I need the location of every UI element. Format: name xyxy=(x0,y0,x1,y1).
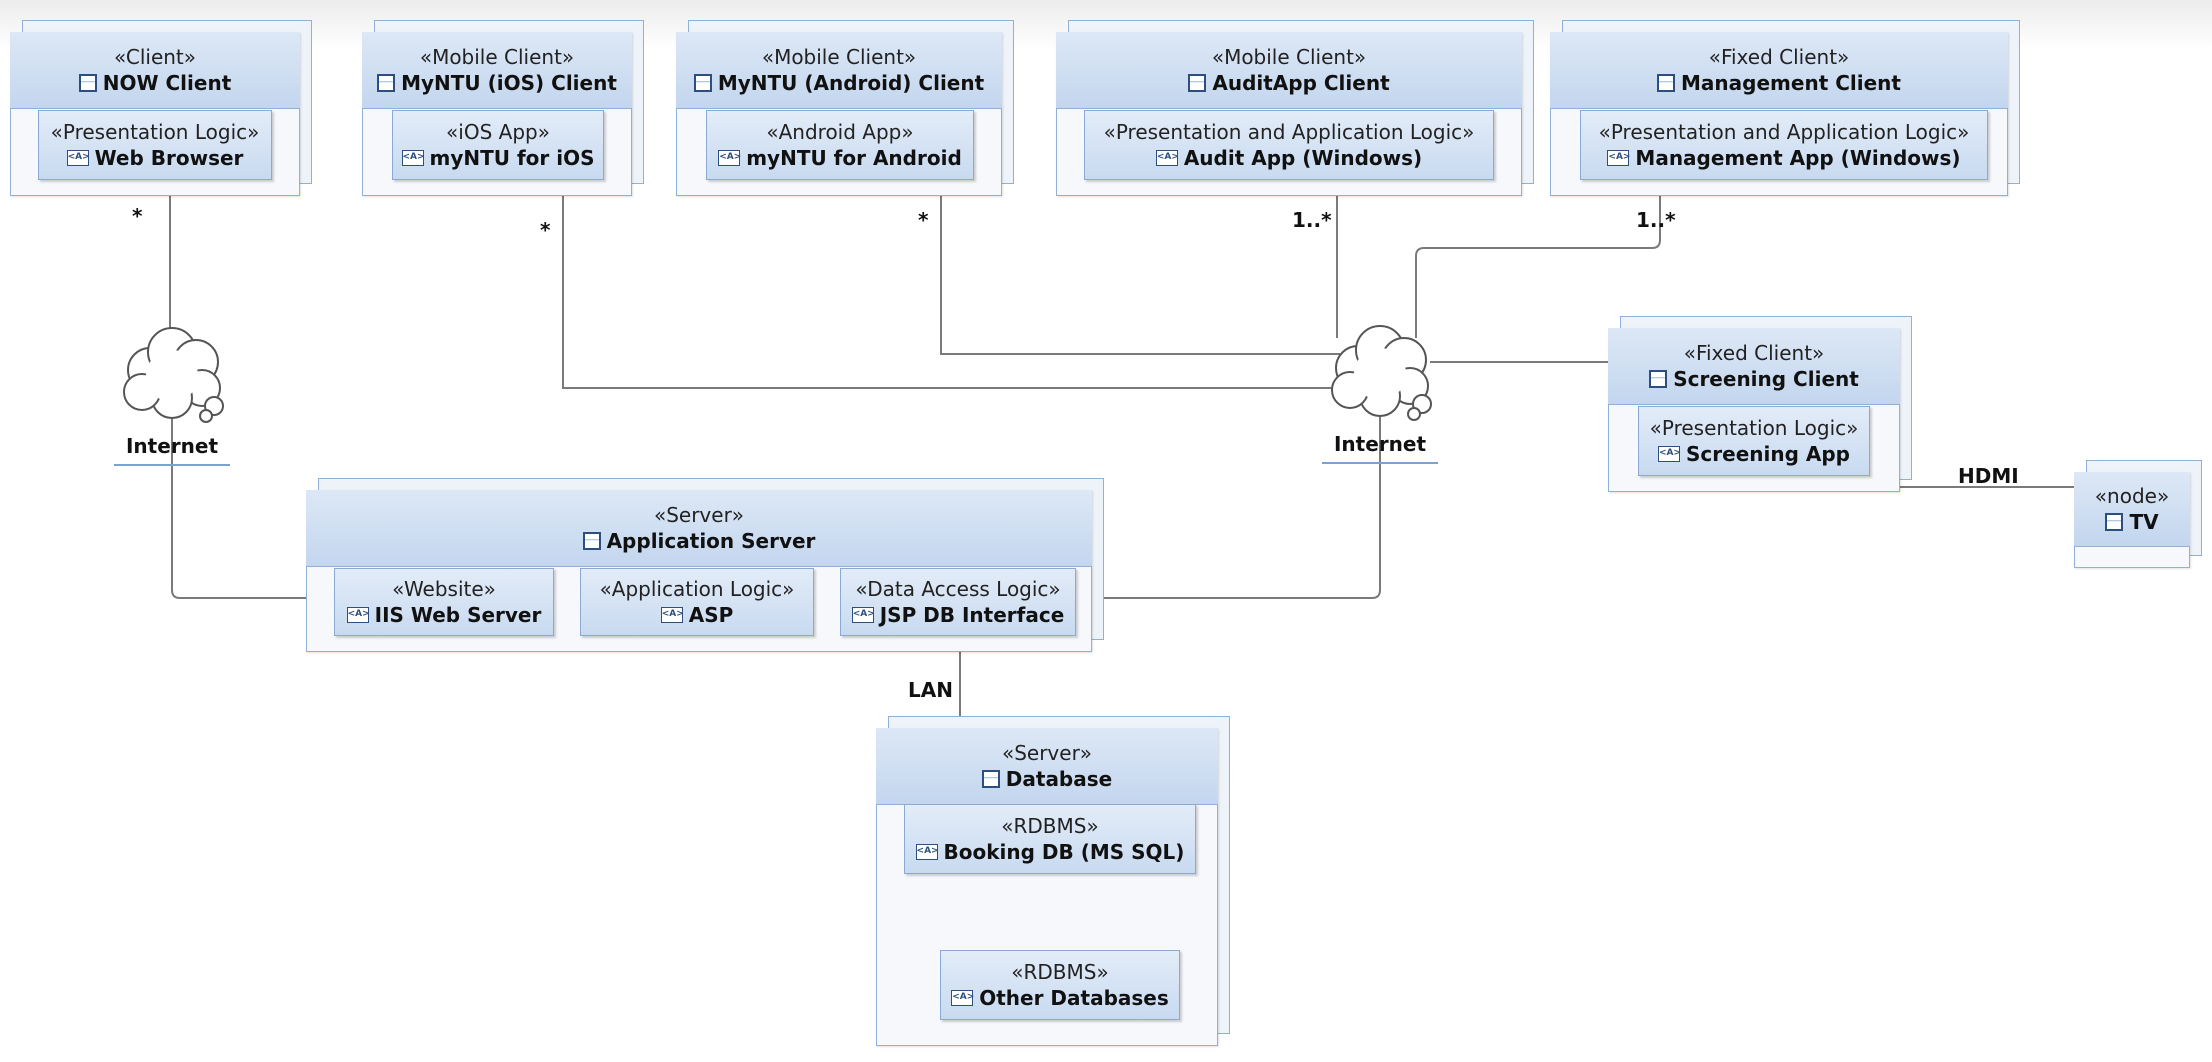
node-icon xyxy=(582,532,601,550)
node-management-client[interactable]: «Fixed Client» Management Client «Presen… xyxy=(1550,20,2020,196)
node-stereotype: «node» xyxy=(2094,484,2170,508)
connector-ios-internet xyxy=(562,196,1340,389)
artifact-web-browser[interactable]: «Presentation Logic» <A>Web Browser xyxy=(38,110,272,180)
node-name: AuditApp Client xyxy=(1212,71,1390,95)
artifact-stereotype: «Presentation Logic» xyxy=(1649,416,1859,440)
multiplicity-ios: * xyxy=(540,218,551,242)
node-audit-client[interactable]: «Mobile Client» AuditApp Client «Present… xyxy=(1056,20,1534,196)
node-icon xyxy=(693,74,712,92)
artifact-name: Booking DB (MS SQL) xyxy=(943,840,1185,864)
artifact-name: myNTU for iOS xyxy=(429,146,595,170)
multiplicity-now: * xyxy=(132,204,143,228)
cloud-icon-right xyxy=(1331,325,1432,421)
artifact-name: JSP DB Interface xyxy=(879,603,1065,627)
artifact-icon: <A> xyxy=(346,607,370,623)
artifact-jsp-db-interface[interactable]: «Data Access Logic» <A>JSP DB Interface xyxy=(840,568,1076,636)
artifact-icon: <A> xyxy=(66,150,90,166)
artifact-name: IIS Web Server xyxy=(374,603,542,627)
artifact-screening-app[interactable]: «Presentation Logic» <A> Screening App xyxy=(1638,406,1870,476)
connector-management-internet xyxy=(1415,196,1661,338)
connector-label-hdmi: HDMI xyxy=(1958,464,2019,488)
artifact-icon: <A> xyxy=(718,150,741,166)
artifact-icon: <A> xyxy=(1155,150,1179,166)
artifact-stereotype: «RDBMS» xyxy=(1011,960,1109,984)
artifact-name: Management App (Windows) xyxy=(1635,146,1961,170)
node-stereotype: «Mobile Client» xyxy=(419,45,575,69)
node-icon xyxy=(1657,74,1676,92)
node-stereotype: «Mobile Client» xyxy=(1211,45,1367,69)
network-label-left: Internet xyxy=(114,434,230,466)
artifact-stereotype: «Application Logic» xyxy=(599,577,795,601)
multiplicity-audit: 1..* xyxy=(1292,208,1332,232)
cloud-icon-left xyxy=(123,327,224,423)
artifact-icon: <A> xyxy=(951,990,974,1006)
node-android-client[interactable]: «Mobile Client» MyNTU (Android) Client «… xyxy=(676,20,1014,196)
node-icon xyxy=(78,74,97,92)
node-stereotype: «Client» xyxy=(113,45,197,69)
artifact-name: myNTU for Android xyxy=(746,146,962,170)
artifact-other-databases[interactable]: «RDBMS» <A> Other Databases xyxy=(940,950,1180,1020)
artifact-name: Screening App xyxy=(1686,442,1850,466)
node-name: Database xyxy=(1005,767,1113,791)
node-name: TV xyxy=(2129,510,2159,534)
artifact-icon: <A> xyxy=(851,607,875,623)
node-icon xyxy=(1188,74,1207,92)
node-stereotype: «Fixed Client» xyxy=(1708,45,1850,69)
artifact-icon: <A> xyxy=(1658,446,1681,462)
multiplicity-android: * xyxy=(918,208,929,232)
artifact-icon: <A> xyxy=(660,607,684,623)
artifact-stereotype: «RDBMS» xyxy=(1001,814,1099,838)
node-icon xyxy=(2105,513,2124,531)
node-screening-client[interactable]: «Fixed Client» Screening Client «Present… xyxy=(1608,316,1912,492)
node-application-server[interactable]: «Server» Application Server «Website» <A… xyxy=(306,478,1104,652)
node-name: Management Client xyxy=(1681,71,1901,95)
node-name: MyNTU (Android) Client xyxy=(717,71,985,95)
node-name: Application Server xyxy=(606,529,816,553)
node-stereotype: «Mobile Client» xyxy=(761,45,917,69)
artifact-name: Web Browser xyxy=(94,146,244,170)
node-icon xyxy=(981,770,1000,788)
node-now-client[interactable]: «Client» NOW Client «Presentation Logic»… xyxy=(10,20,312,196)
artifact-stereotype: «Presentation and Application Logic» xyxy=(1598,120,1970,144)
artifact-stereotype: «iOS App» xyxy=(446,120,550,144)
artifact-name: ASP xyxy=(688,603,734,627)
artifact-name: Other Databases xyxy=(979,986,1169,1010)
connector-internet-jsp xyxy=(1075,404,1381,599)
connector-label-lan: LAN xyxy=(908,678,953,702)
artifact-audit-app[interactable]: «Presentation and Application Logic» <A>… xyxy=(1084,110,1494,180)
artifact-icon: <A> xyxy=(1607,150,1630,166)
artifact-stereotype: «Presentation Logic» xyxy=(50,120,260,144)
node-icon xyxy=(1649,370,1668,388)
artifact-name: Audit App (Windows) xyxy=(1183,146,1423,170)
node-icon xyxy=(377,74,396,92)
artifact-stereotype: «Website» xyxy=(392,577,496,601)
artifact-stereotype: «Android App» xyxy=(766,120,914,144)
node-tv[interactable]: «node» TV xyxy=(2074,460,2202,568)
multiplicity-management: 1..* xyxy=(1636,208,1676,232)
node-name: MyNTU (iOS) Client xyxy=(401,71,617,95)
node-stereotype: «Server» xyxy=(653,503,745,527)
artifact-stereotype: «Data Access Logic» xyxy=(855,577,1061,601)
artifact-asp[interactable]: «Application Logic» <A>ASP xyxy=(580,568,814,636)
artifact-icon: <A> xyxy=(915,844,939,860)
artifact-myntu-android[interactable]: «Android App» <A> myNTU for Android xyxy=(706,110,974,180)
artifact-management-app[interactable]: «Presentation and Application Logic» <A>… xyxy=(1580,110,1988,180)
connector-android-internet xyxy=(940,196,1340,355)
artifact-iis-web-server[interactable]: «Website» <A>IIS Web Server xyxy=(334,568,554,636)
node-stereotype: «Server» xyxy=(1001,741,1093,765)
network-label-right: Internet xyxy=(1322,432,1438,464)
node-name: NOW Client xyxy=(102,71,232,95)
artifact-myntu-ios[interactable]: «iOS App» <A>myNTU for iOS xyxy=(392,110,604,180)
node-stereotype: «Fixed Client» xyxy=(1683,341,1825,365)
artifact-stereotype: «Presentation and Application Logic» xyxy=(1103,120,1475,144)
artifact-icon: <A> xyxy=(401,150,425,166)
artifact-booking-db[interactable]: «RDBMS» <A>Booking DB (MS SQL) xyxy=(904,804,1196,874)
node-name: Screening Client xyxy=(1673,367,1859,391)
connector-internet-iis xyxy=(171,400,335,599)
node-database[interactable]: «Server» Database «RDBMS» <A>Booking DB … xyxy=(876,716,1230,1046)
node-ios-client[interactable]: «Mobile Client» MyNTU (iOS) Client «iOS … xyxy=(362,20,644,196)
